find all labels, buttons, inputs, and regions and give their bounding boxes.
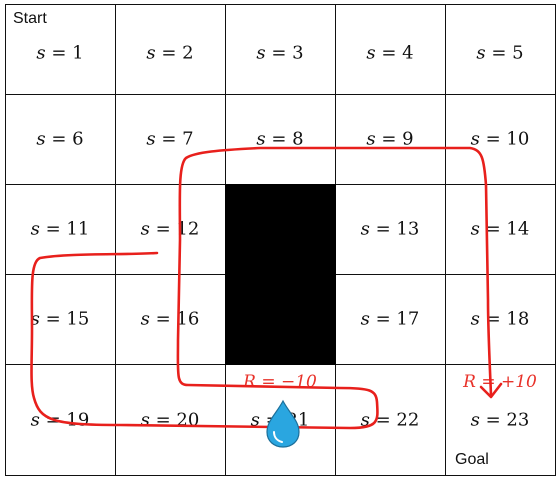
state-label-11: s = 11 — [30, 218, 90, 240]
state-label-7: s = 7 — [146, 128, 194, 150]
goal-label: Goal — [455, 451, 489, 468]
path-arrowhead — [479, 382, 503, 399]
state-label-6: s = 6 — [36, 128, 84, 150]
state-label-5: s = 5 — [476, 42, 524, 64]
water-drop-icon — [266, 399, 300, 448]
grid-line-horizontal — [5, 4, 555, 5]
state-label-23: s = 23 — [470, 409, 530, 430]
grid-line-vertical — [115, 4, 116, 476]
state-label-1: s = 1 — [36, 42, 84, 64]
state-label-14: s = 14 — [470, 218, 530, 240]
state-label-18: s = 18 — [470, 308, 530, 330]
state-label-17: s = 17 — [360, 308, 420, 330]
grid-line-vertical — [5, 4, 6, 476]
state-label-3: s = 3 — [256, 42, 304, 64]
grid-line-vertical — [555, 4, 556, 476]
trajectory-path — [30, 146, 493, 430]
start-label: Start — [13, 10, 47, 27]
state-label-2: s = 2 — [146, 42, 194, 64]
state-label-8: s = 8 — [256, 128, 304, 150]
grid-line-horizontal — [5, 94, 555, 95]
grid-line-vertical — [445, 4, 446, 476]
state-label-13: s = 13 — [360, 218, 420, 240]
state-label-9: s = 9 — [366, 128, 414, 150]
grid-line-horizontal — [5, 475, 555, 476]
obstacle-block — [225, 184, 336, 365]
state-label-4: s = 4 — [366, 42, 414, 64]
state-label-15: s = 15 — [30, 308, 90, 330]
state-label-10: s = 10 — [470, 128, 530, 150]
state-label-12: s = 12 — [140, 218, 200, 240]
state-label-22: s = 22 — [360, 409, 420, 430]
